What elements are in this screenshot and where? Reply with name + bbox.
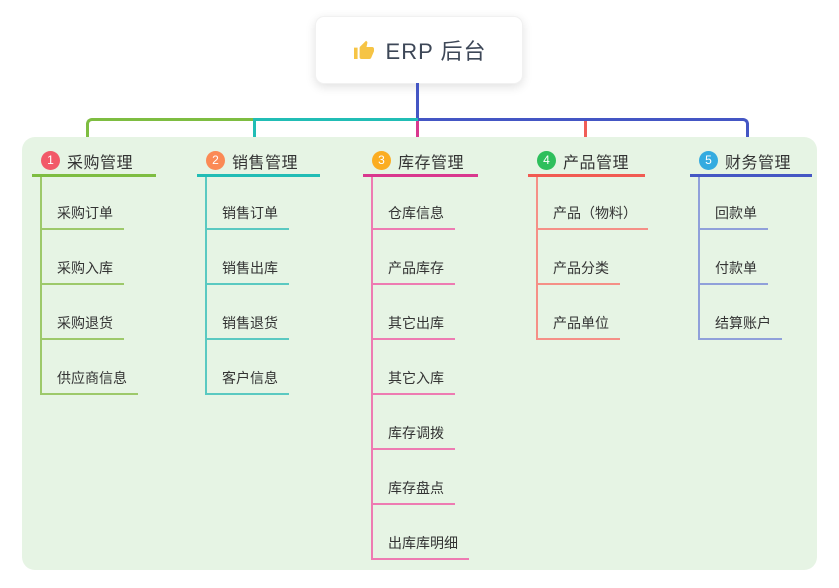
- node-product-stock[interactable]: 产品库存: [371, 253, 455, 285]
- branch-inventory[interactable]: 3 库存管理: [363, 147, 478, 177]
- node-stock-count[interactable]: 库存盘点: [371, 473, 455, 505]
- node-settlement-account[interactable]: 结算账户: [698, 308, 782, 340]
- branch-stem-line: [40, 177, 42, 395]
- node-sales-order[interactable]: 销售订单: [205, 198, 289, 230]
- branches-panel: [22, 137, 817, 570]
- node-purchase-inbound[interactable]: 采购入库: [40, 253, 124, 285]
- node-other-inbound[interactable]: 其它入库: [371, 363, 455, 395]
- branch-number-badge: 3: [372, 151, 391, 170]
- branch-title-label: 产品管理: [563, 154, 630, 172]
- node-product-category[interactable]: 产品分类: [536, 253, 620, 285]
- branch-number-badge: 5: [699, 151, 718, 170]
- connector-branch4-stub: [584, 121, 587, 144]
- branch-finance[interactable]: 5 财务管理: [690, 147, 812, 177]
- branch-title-label: 库存管理: [398, 154, 465, 172]
- branch-stem-line: [698, 177, 700, 340]
- node-sales-outbound[interactable]: 销售出库: [205, 253, 289, 285]
- branch-title-label: 采购管理: [67, 154, 134, 172]
- node-stock-transfer[interactable]: 库存调拨: [371, 418, 455, 450]
- root-node-label: ERP 后台: [385, 39, 487, 64]
- connector-branch3-stub: [416, 121, 419, 144]
- branch-number-badge: 1: [41, 151, 60, 170]
- branch-title-label: 销售管理: [232, 154, 299, 172]
- branch-sales[interactable]: 2 销售管理: [197, 147, 320, 177]
- thumbs-up-icon: [352, 38, 376, 62]
- branch-title-label: 财务管理: [725, 154, 792, 172]
- node-warehouse-info[interactable]: 仓库信息: [371, 198, 455, 230]
- branch-number-badge: 4: [537, 151, 556, 170]
- node-purchase-order[interactable]: 采购订单: [40, 198, 124, 230]
- node-supplier-info[interactable]: 供应商信息: [40, 363, 138, 395]
- node-product-material[interactable]: 产品（物料）: [536, 198, 648, 230]
- node-purchase-return[interactable]: 采购退货: [40, 308, 124, 340]
- branch-product[interactable]: 4 产品管理: [528, 147, 645, 177]
- connector-root-vertical: [416, 83, 419, 120]
- connector-branch1-elbow: [86, 118, 253, 144]
- branch-purchase[interactable]: 1 采购管理: [32, 147, 156, 177]
- node-product-unit[interactable]: 产品单位: [536, 308, 620, 340]
- branch-number-badge: 2: [206, 151, 225, 170]
- branch-stem-line: [205, 177, 207, 395]
- branch-stem-line: [536, 177, 538, 340]
- node-payment-doc[interactable]: 付款单: [698, 253, 768, 285]
- branch-stem-line: [371, 177, 373, 560]
- node-receipt-doc[interactable]: 回款单: [698, 198, 768, 230]
- node-sales-return[interactable]: 销售退货: [205, 308, 289, 340]
- node-customer-info[interactable]: 客户信息: [205, 363, 289, 395]
- node-outbound-detail[interactable]: 出库库明细: [371, 528, 469, 560]
- connector-branch2-segment: [253, 118, 418, 144]
- root-node[interactable]: ERP 后台: [315, 16, 523, 84]
- node-other-outbound[interactable]: 其它出库: [371, 308, 455, 340]
- connector-branch5-elbow: [418, 118, 749, 144]
